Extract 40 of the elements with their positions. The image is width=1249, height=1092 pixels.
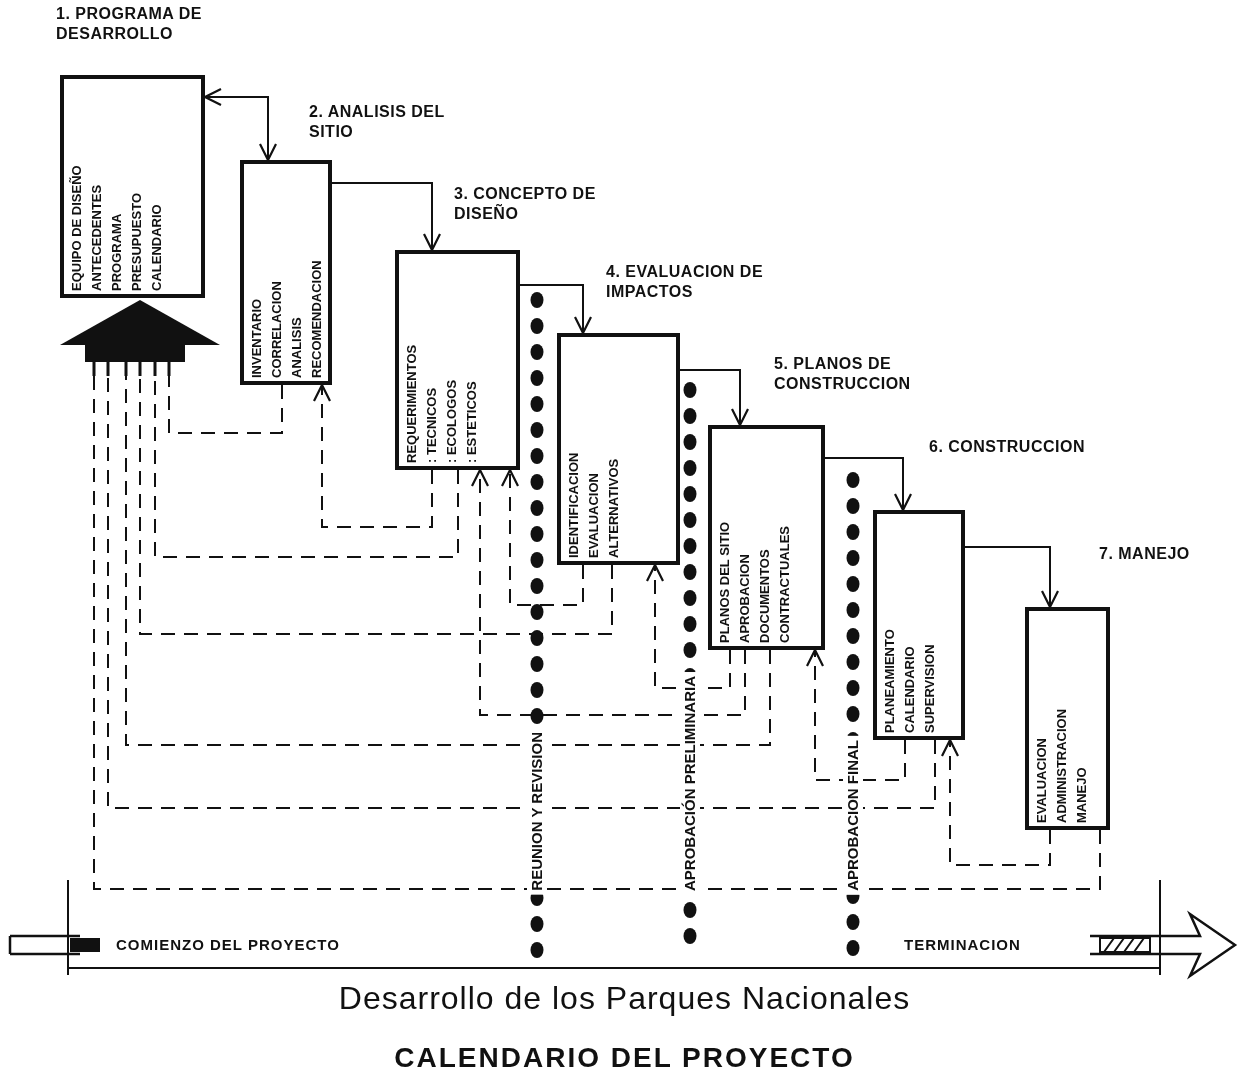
- box-text: INVENTARIO: [248, 297, 265, 378]
- title: CALENDARIO DEL PROYECTO: [394, 1042, 855, 1073]
- box-text: : ECOLOGOS: [443, 378, 460, 463]
- box-text: ADMINISTRACION: [1053, 707, 1070, 823]
- dashed-arrow: [940, 738, 1051, 866]
- box-text: REQUERIMIENTOS: [403, 343, 420, 463]
- box-text: MANEJO: [1073, 766, 1090, 823]
- dashed-arrow: [645, 563, 731, 689]
- arrow: [679, 369, 750, 427]
- box-text: PROGRAMA: [108, 212, 125, 291]
- arrow: [824, 457, 913, 512]
- dashed-arrow: [805, 648, 906, 781]
- box-text: ANTECEDENTES: [88, 183, 105, 291]
- box-text: EQUIPO DE DISEÑO: [68, 164, 85, 291]
- box-text: CALENDARIO: [901, 645, 918, 733]
- box-text: PLANOS DEL SITIO: [716, 520, 733, 643]
- box-text: ALTERNATIVOS: [605, 457, 622, 558]
- box-text: IDENTIFICACION: [565, 451, 582, 558]
- milestone-label: APROBACIÓN PRELIMINARIA: [680, 672, 700, 895]
- box-text: CORRELACION: [268, 280, 285, 378]
- arrow: [964, 546, 1060, 609]
- dashed-arrow: [470, 468, 746, 716]
- box-text: : TECNICOS: [423, 386, 440, 463]
- caption: Desarrollo de los Parques Nacionales: [338, 980, 911, 1016]
- arrow: [331, 182, 442, 252]
- milestone-label: APROBACION FINAL: [843, 736, 863, 895]
- box-text: PLANEAMIENTO: [881, 628, 898, 733]
- arrow: [519, 284, 593, 335]
- dashed-arrow: [312, 383, 433, 528]
- box-text: PRESUPUESTO: [128, 192, 145, 291]
- box-text: EVALUACION: [1033, 737, 1050, 823]
- box-text: SUPERVISION: [921, 643, 938, 733]
- box-text: CALENDARIO: [148, 203, 165, 291]
- box-text: EVALUACION: [585, 472, 602, 558]
- box-text: : ESTETICOS: [463, 380, 480, 463]
- box-text: DOCUMENTOS CONTRACTUALES: [756, 525, 793, 643]
- box-text: APROBACION: [736, 553, 753, 643]
- box-text: RECOMENDACION: [308, 259, 325, 378]
- box-text: ANALISIS: [288, 316, 305, 378]
- dashed-arrow: [500, 468, 584, 606]
